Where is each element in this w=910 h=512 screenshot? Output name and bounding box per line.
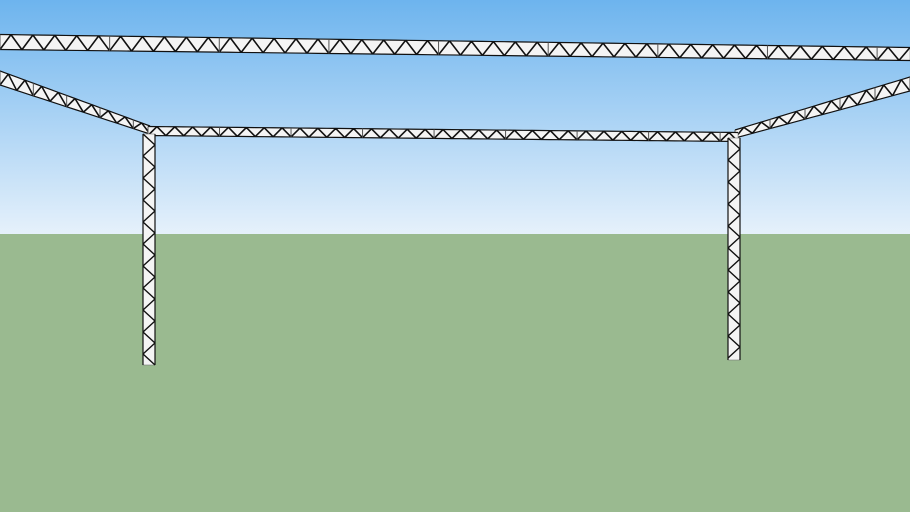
ground: [0, 234, 910, 512]
truss-post-left: [142, 133, 156, 366]
sky: [0, 0, 910, 235]
truss-beam-left-diagonal: [0, 70, 151, 135]
truss-beam-rear: [0, 33, 910, 62]
truss-beam-right-diagonal: [734, 76, 910, 139]
truss-beam-front: [147, 125, 739, 143]
truss-structure: [0, 33, 910, 366]
truss-post-right: [727, 137, 741, 361]
